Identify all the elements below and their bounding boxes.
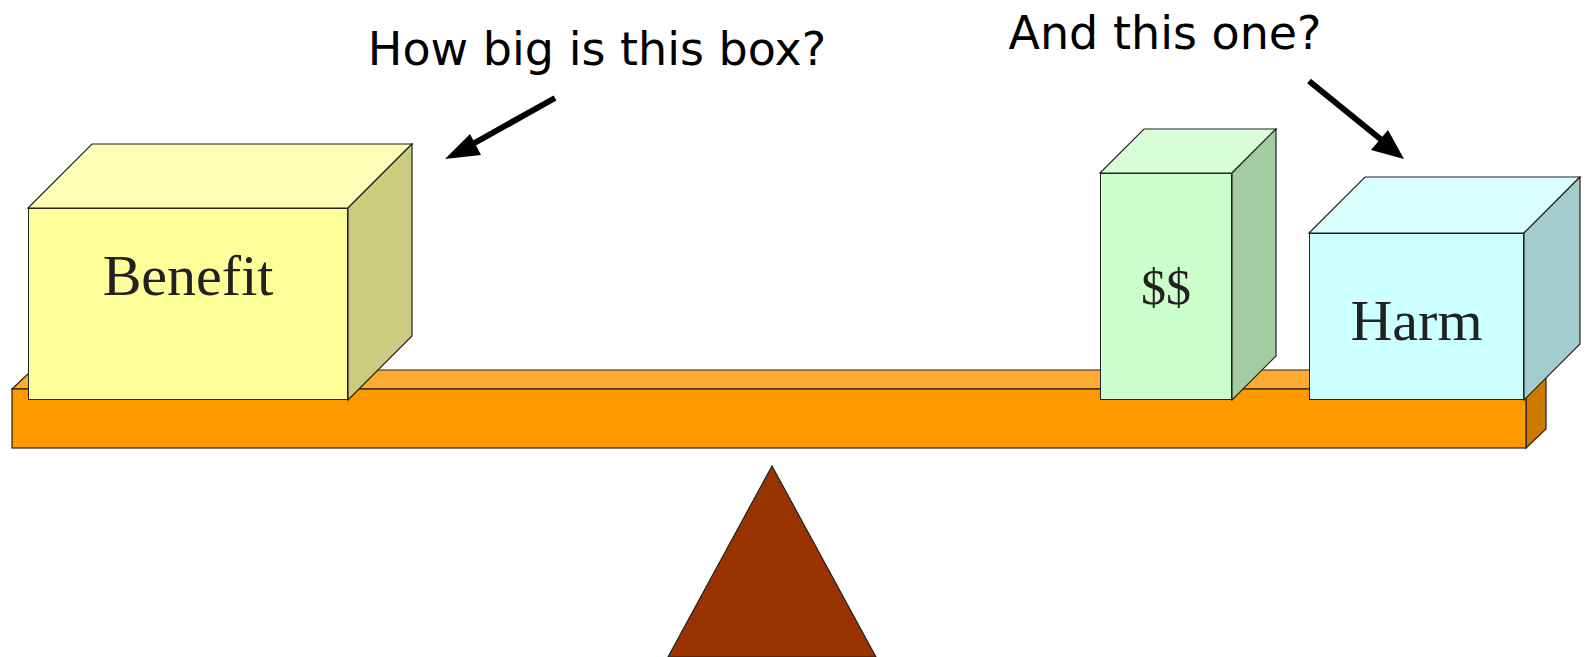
cost-box: $$ [1100,173,1232,400]
benefit-box: Benefit [28,208,348,400]
leader-arrow [445,98,555,159]
question-label: How big is this box? [368,22,826,76]
harm-box: Harm [1309,233,1524,400]
fulcrum [668,466,876,657]
arrow-head [1371,130,1404,159]
box-side-face [1524,177,1580,400]
box-label: $$ [1141,258,1191,316]
box-side-face [1232,129,1276,400]
leader-arrow [1309,81,1404,159]
box-label: Harm [1350,287,1482,354]
arrow-head [445,134,481,159]
box-faces [28,129,1580,400]
question-label: And this one? [1008,6,1321,60]
box-top-face [28,144,412,208]
box-side-face [348,144,412,400]
box-label: Benefit [103,242,274,309]
leader-line [1309,81,1389,146]
leader-line [462,98,555,150]
